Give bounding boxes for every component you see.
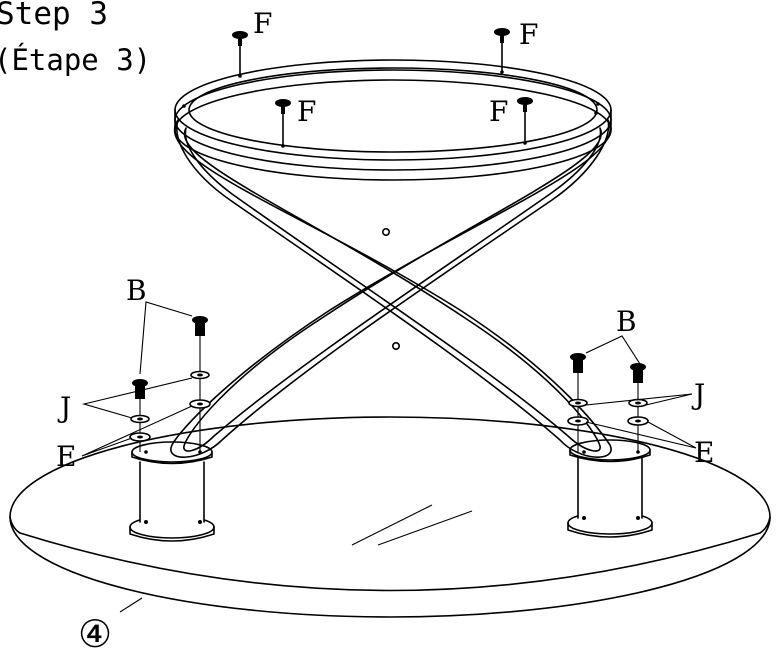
hardware-left	[81, 301, 211, 457]
suction-pad-left	[129, 461, 215, 542]
screw-f-top-left	[232, 31, 248, 78]
suction-pad-right	[567, 457, 653, 538]
glass-table-top	[9, 416, 771, 618]
top-ring	[174, 59, 612, 181]
label-b-left: B	[126, 274, 147, 307]
label-f-top-left: F	[253, 7, 272, 40]
label-f-top-right: F	[519, 18, 538, 51]
glass-top-leader	[119, 597, 143, 613]
screw-f-top-right	[494, 28, 510, 74]
label-f-mid-left: F	[297, 95, 316, 128]
foot-plate-right	[569, 439, 651, 463]
step-subtitle: (Étape 3)	[0, 43, 151, 77]
cross-frame	[170, 119, 612, 458]
label-j-left: J	[57, 391, 71, 424]
label-glass-top: ④	[78, 612, 112, 652]
label-b-right: B	[616, 305, 637, 338]
label-f-mid-right: F	[489, 95, 508, 128]
hardware-right	[567, 335, 697, 454]
label-e-left: E	[56, 440, 76, 473]
label-j-right: J	[691, 378, 705, 411]
screw-f-mid-left	[275, 99, 291, 148]
label-e-right: E	[694, 436, 714, 469]
step-title: Step 3	[0, 0, 108, 32]
screw-f-mid-right	[517, 97, 533, 145]
